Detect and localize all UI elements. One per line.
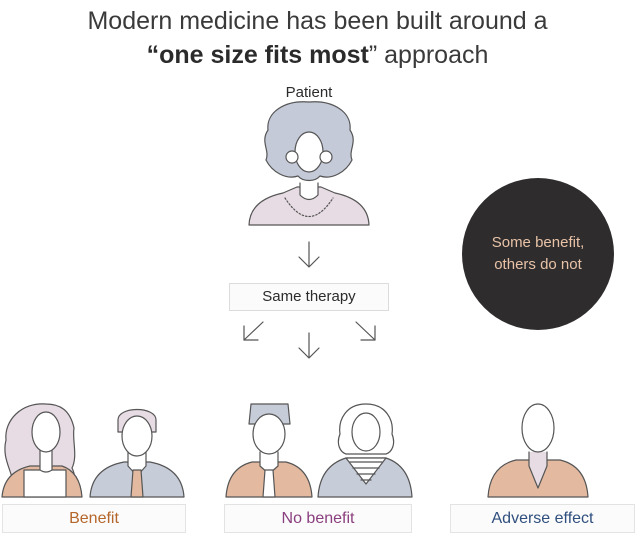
benefit-label: Benefit bbox=[2, 504, 186, 533]
callout-bubble: Some benefit, others do not bbox=[462, 178, 614, 330]
benefit-man-figure bbox=[89, 409, 185, 498]
same-therapy-box: Same therapy bbox=[229, 283, 389, 311]
arrow-down-left-icon bbox=[243, 321, 264, 341]
adverse-effect-figure bbox=[487, 403, 589, 498]
title-line-2-rest: ” approach bbox=[368, 41, 489, 69]
no-benefit-man-figure bbox=[225, 403, 313, 498]
arrow-down-icon bbox=[298, 241, 320, 268]
callout-text: Some benefit, others do not bbox=[478, 232, 598, 276]
benefit-woman-figure bbox=[1, 403, 83, 498]
patient-label: Patient bbox=[285, 84, 333, 101]
no-benefit-label: No benefit bbox=[224, 504, 412, 533]
arrow-down-icon bbox=[298, 332, 320, 359]
callout-line-2: others do not bbox=[494, 256, 582, 273]
page-title: Modern medicine has been built around a … bbox=[0, 4, 635, 72]
title-line-1: Modern medicine has been built around a bbox=[87, 7, 548, 35]
title-emphasis: “one size fits most bbox=[146, 41, 369, 69]
patient-figure bbox=[248, 101, 370, 226]
arrow-down-right-icon bbox=[355, 321, 376, 341]
adverse-effect-label: Adverse effect bbox=[450, 504, 635, 533]
callout-line-1: Some benefit, bbox=[491, 234, 585, 251]
title-line-2: “one size fits most” approach bbox=[0, 38, 635, 72]
no-benefit-woman-figure bbox=[317, 403, 413, 498]
